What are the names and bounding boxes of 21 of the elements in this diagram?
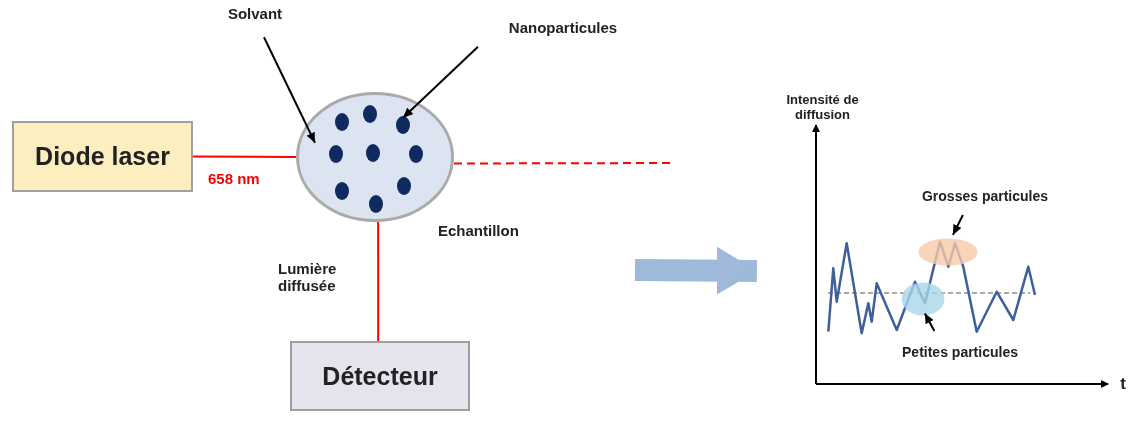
annotation-text: Grosses particules xyxy=(900,186,1070,206)
leader-line xyxy=(263,36,316,144)
label-text: Nanoparticules xyxy=(478,16,648,38)
highlight-ellipse xyxy=(917,237,979,267)
laser-box: Diode laser xyxy=(12,121,193,192)
edge-label: 658 nm xyxy=(208,170,260,187)
light-beam-line xyxy=(377,221,380,342)
highlight-ellipse xyxy=(900,281,946,317)
annotation-text: Petites particules xyxy=(880,342,1040,362)
edge-label: Lumière diffusée xyxy=(278,260,338,294)
axis-label: t xyxy=(1119,374,1127,394)
caption-text: Echantillon xyxy=(438,222,519,239)
light-beam-line xyxy=(192,155,297,158)
label-text: Solvant xyxy=(210,2,300,24)
arrow xyxy=(634,246,757,295)
sample-ellipse xyxy=(296,92,454,222)
leader-line xyxy=(402,45,479,119)
axis-label: Intensité de diffusion xyxy=(785,92,860,122)
leader-line xyxy=(923,312,936,332)
detector-box: Détecteur xyxy=(290,341,470,411)
leader-line xyxy=(951,214,964,236)
